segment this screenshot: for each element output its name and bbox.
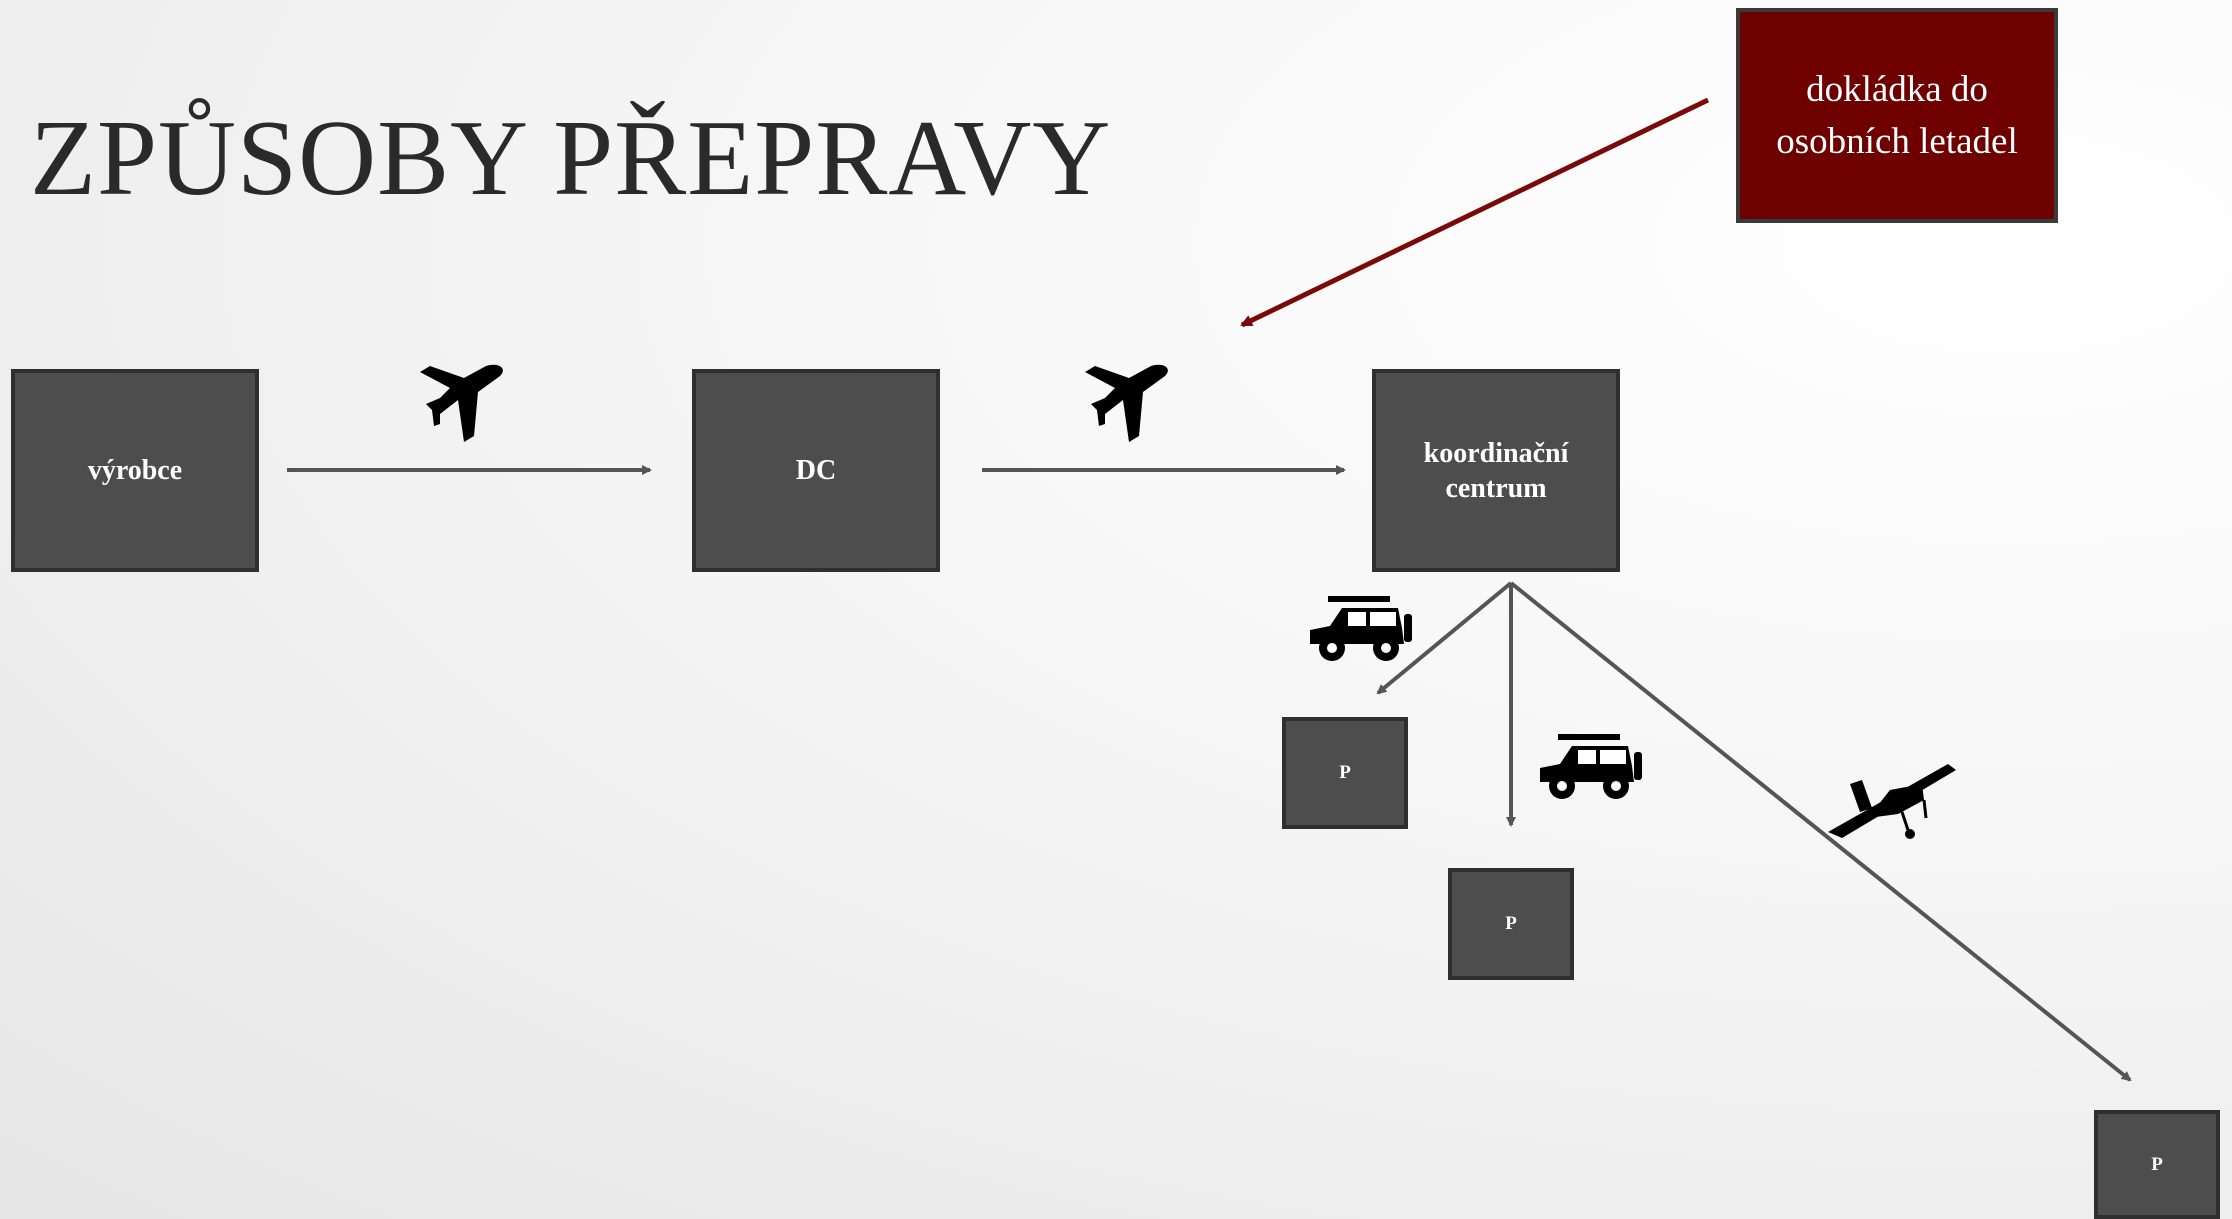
callout-text: dokládka do osobních letadel (1776, 68, 2018, 162)
airplane-icon (420, 364, 503, 442)
connector-coordination-point-3-line (1509, 581, 2132, 1082)
page-title: ZPŮSOBY PŘEPRAVY (30, 99, 1112, 218)
connector-coordination-point-1 (1376, 581, 1513, 695)
node-point-1: P (1282, 717, 1408, 829)
node-coordination-center-label: koordinační centrum (1423, 437, 1569, 504)
node-point-2: P (1448, 868, 1574, 980)
node-dc: DC (692, 369, 940, 572)
node-dc-label: DC (795, 455, 837, 486)
node-point-1-label: P (1339, 762, 1351, 784)
node-manufacturer-label: výrobce (87, 455, 183, 486)
node-manufacturer: výrobce (11, 369, 259, 572)
node-point-3-label: P (2151, 1153, 2163, 1175)
node-coordination-center: koordinační centrum (1372, 369, 1620, 572)
node-point-3: P (2094, 1110, 2220, 1219)
car-icon (1540, 734, 1642, 799)
callout-arrow (1240, 97, 1710, 328)
callout-box: dokládka do osobních letadel (1736, 8, 2058, 223)
node-point-2-label: P (1505, 913, 1517, 935)
small-plane-icon (1828, 764, 1956, 839)
car-icon (1310, 596, 1412, 661)
airplane-icon (1085, 364, 1168, 442)
